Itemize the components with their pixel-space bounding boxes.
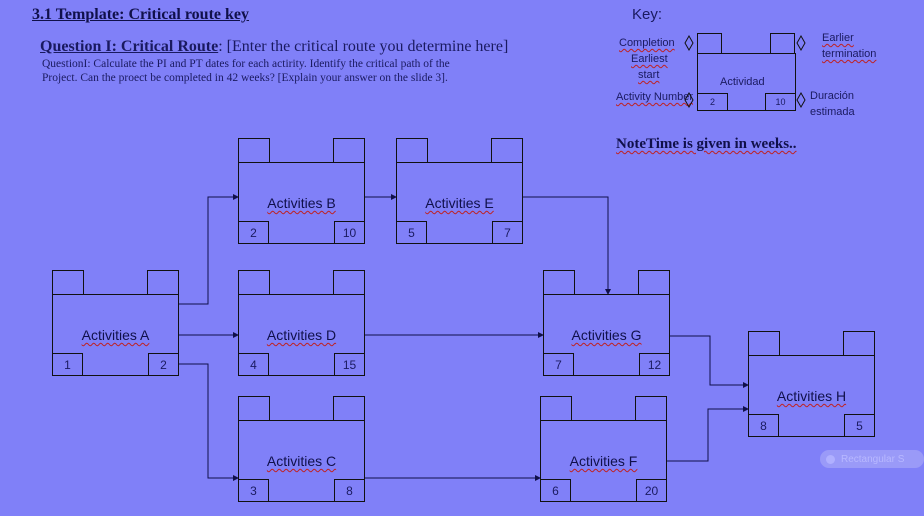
activity-label: Activities C xyxy=(266,453,337,469)
activity-label: Activities F xyxy=(569,453,638,469)
activity-label-wrap: Activities C xyxy=(238,453,365,469)
activity-number-cell: 8 xyxy=(748,414,779,437)
earlier-termination-box[interactable] xyxy=(843,331,875,356)
earliest-start-box[interactable] xyxy=(238,270,270,295)
page-title: 3.1 Template: Critical route key xyxy=(32,6,250,23)
earliest-start-box[interactable] xyxy=(52,270,84,295)
key-duracion-label: Duración xyxy=(810,90,855,102)
earlier-termination-box[interactable] xyxy=(147,270,179,295)
question-1-detail-line1: QuestionI: Calculate the PI and PT dates… xyxy=(42,58,450,70)
note-text-content: NoteTime is given in weeks.. xyxy=(616,136,797,152)
edge-a-c xyxy=(179,363,239,481)
key-activity-number-label: Activity Number xyxy=(616,91,694,103)
key-duration-cell: 10 xyxy=(765,93,796,111)
activity-box[interactable] xyxy=(238,162,365,244)
key-earliest-label: Earliest xyxy=(631,53,668,65)
activity-box[interactable] xyxy=(543,294,670,376)
activity-box[interactable] xyxy=(238,420,365,502)
activity-box[interactable] xyxy=(396,162,523,244)
activity-label: Activities G xyxy=(571,327,642,343)
key-pointer-duration xyxy=(796,91,806,109)
key-pointer-earlier xyxy=(796,34,806,52)
question-1-label: Question I: Critical Route xyxy=(40,38,219,55)
activity-duration-cell: 7 xyxy=(492,221,523,244)
key-completion-label: Completion xyxy=(619,37,675,49)
earliest-start-box[interactable] xyxy=(238,396,270,421)
edge-f-h xyxy=(667,406,749,462)
earlier-termination-box[interactable] xyxy=(333,138,365,163)
earlier-termination-box[interactable] xyxy=(333,396,365,421)
question-1-detail-line2: Project. Can the proect be completed in … xyxy=(42,72,448,84)
earlier-termination-box[interactable] xyxy=(638,270,670,295)
activity-duration-cell: 12 xyxy=(639,353,670,376)
activity-box[interactable] xyxy=(748,355,875,437)
key-title: Key: xyxy=(632,6,663,23)
activity-number-cell: 2 xyxy=(238,221,269,244)
activity-duration-cell: 2 xyxy=(148,353,179,376)
watermark-text: Rectangular S xyxy=(841,453,905,465)
activity-number-cell: 4 xyxy=(238,353,269,376)
watermark-dot-icon xyxy=(826,454,835,464)
activity-duration-cell: 8 xyxy=(334,479,365,502)
key-pointer-number xyxy=(684,91,694,109)
key-actividad-label: Actividad xyxy=(720,76,765,88)
activity-box[interactable] xyxy=(238,294,365,376)
activity-label-wrap: Activities D xyxy=(238,327,365,343)
activity-label: Activities A xyxy=(81,327,150,343)
activity-label-wrap: Activities B xyxy=(238,195,365,211)
activity-number-cell: 1 xyxy=(52,353,83,376)
activity-label: Activities E xyxy=(425,195,494,211)
activity-box[interactable] xyxy=(52,294,179,376)
earliest-start-box[interactable] xyxy=(543,270,575,295)
activity-box[interactable] xyxy=(540,420,667,502)
key-pointer-completion xyxy=(684,34,694,52)
activity-label-wrap: Activities F xyxy=(540,453,667,469)
key-start-label: start xyxy=(638,69,660,81)
activity-duration-cell: 10 xyxy=(334,221,365,244)
earliest-start-box[interactable] xyxy=(748,331,780,356)
watermark-tag: Rectangular S xyxy=(820,450,924,468)
key-number-cell: 2 xyxy=(697,93,728,111)
activity-duration-cell: 15 xyxy=(334,353,365,376)
activity-duration-cell: 5 xyxy=(844,414,875,437)
key-termination-label: termination xyxy=(822,48,877,60)
edge-a-b xyxy=(179,194,239,305)
earlier-termination-box[interactable] xyxy=(635,396,667,421)
key-estimada-label: estimada xyxy=(810,106,855,118)
activity-label: Activities H xyxy=(776,388,847,404)
activity-label: Activities B xyxy=(267,195,336,211)
note-text: NoteTime is given in weeks.. xyxy=(616,136,797,153)
question-1-detail: QuestionI: Calculate the PI and PT dates… xyxy=(42,57,542,85)
activity-label-wrap: Activities G xyxy=(543,327,670,343)
earliest-start-box[interactable] xyxy=(540,396,572,421)
activity-label-wrap: Activities H xyxy=(748,388,875,404)
activity-number-cell: 7 xyxy=(543,353,574,376)
earliest-start-box[interactable] xyxy=(396,138,428,163)
activity-label: Activities D xyxy=(266,327,337,343)
question-1-prompt[interactable]: : [Enter the critical route you determin… xyxy=(218,38,509,55)
edge-g-h xyxy=(670,335,749,388)
question-1: Question I: Critical Route: [Enter the c… xyxy=(40,38,508,56)
key-earlier-label: Earlier xyxy=(822,32,854,44)
activity-number-cell: 5 xyxy=(396,221,427,244)
activity-number-cell: 3 xyxy=(238,479,269,502)
edge-e-g xyxy=(523,196,611,295)
activity-label-wrap: Activities A xyxy=(52,327,179,343)
activity-duration-cell: 20 xyxy=(636,479,667,502)
activity-number-cell: 6 xyxy=(540,479,571,502)
earlier-termination-box[interactable] xyxy=(491,138,523,163)
key-activity-box xyxy=(697,53,796,111)
earliest-start-box[interactable] xyxy=(238,138,270,163)
earlier-termination-box[interactable] xyxy=(333,270,365,295)
activity-label-wrap: Activities E xyxy=(396,195,523,211)
